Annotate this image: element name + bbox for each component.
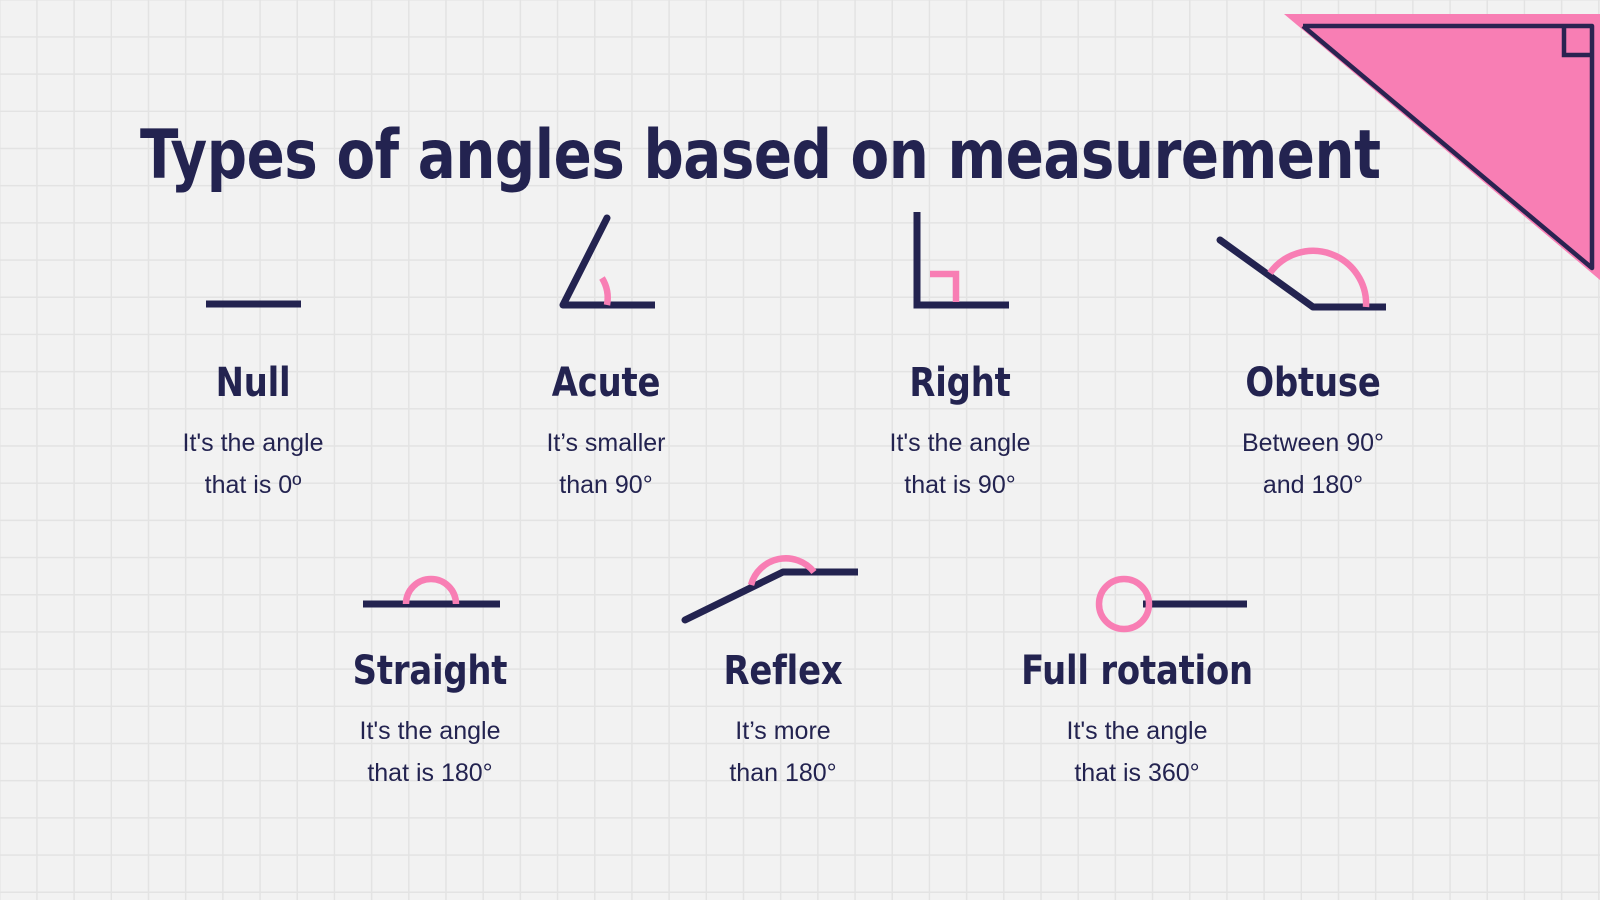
angle-figure-null [103,222,403,342]
angle-figure-reflex [633,510,933,630]
angle-name-full-rotation: Full rotation [1021,648,1253,694]
page-title: Types of angles based on measurement [140,115,1381,195]
angle-desc-line-2: that is 360° [1074,759,1200,787]
angle-desc-line-2: than 180° [729,759,837,787]
angle-name-obtuse: Obtuse [1245,360,1381,406]
angle-description-straight: It's the angle that is 180° [280,710,580,794]
angle-card-acute: Acute It’s smaller than 90° [456,214,756,506]
angle-figure-acute [456,214,756,342]
angle-figure-obtuse [1163,222,1463,342]
angle-card-full-rotation: Full rotation It's the angle that is 360… [987,510,1287,794]
angle-description-obtuse: Between 90° and 180° [1163,422,1463,506]
angle-desc-line-2: that is 180° [367,759,493,787]
angle-name-null: Null [215,360,291,406]
angle-card-null: Null It's the angle that is 0º [103,222,403,506]
null-angle-icon [206,300,301,308]
angle-desc-line-1: It’s smaller [546,429,666,457]
angle-desc-line-2: and 180° [1262,471,1364,499]
angle-card-obtuse: Obtuse Between 90° and 180° [1163,222,1463,506]
angle-desc-line-1: It’s more [735,717,831,745]
reflex-angle-icon [681,555,858,624]
angle-name-straight: Straight [352,648,508,694]
angle-desc-line-1: It's the angle [182,429,324,457]
angle-description-reflex: It’s more than 180° [633,710,933,794]
angle-card-reflex: Reflex It’s more than 180° [633,510,933,794]
angle-desc-line-2: than 90° [559,471,653,499]
angle-desc-line-1: It's the angle [359,717,501,745]
straight-angle-icon [363,575,500,608]
angle-name-acute: Acute [551,360,661,406]
angle-desc-line-1: Between 90° [1241,429,1385,457]
angle-description-null: It's the angle that is 0º [103,422,403,506]
angle-figure-straight [280,510,580,630]
angle-card-straight: Straight It's the angle that is 180° [280,510,580,794]
angle-description-full-rotation: It's the angle that is 360° [987,710,1287,794]
angle-desc-line-1: It's the angle [1066,717,1208,745]
angle-description-right: It's the angle that is 90° [810,422,1110,506]
angle-desc-line-1: It's the angle [889,429,1031,457]
full-rotation-angle-icon [1095,575,1247,633]
angle-desc-line-2: that is 90° [904,471,1016,499]
obtuse-angle-icon [1216,236,1386,311]
angle-name-right: Right [909,360,1011,406]
angle-figure-right [810,212,1110,342]
acute-angle-icon [559,214,655,309]
angle-desc-line-2: that is 0º [204,471,302,499]
angle-card-right: Right It's the angle that is 90° [810,212,1110,506]
angle-description-acute: It’s smaller than 90° [456,422,756,506]
angle-name-reflex: Reflex [723,648,843,694]
right-angle-icon [913,212,1009,309]
angle-figure-full-rotation [987,510,1287,633]
